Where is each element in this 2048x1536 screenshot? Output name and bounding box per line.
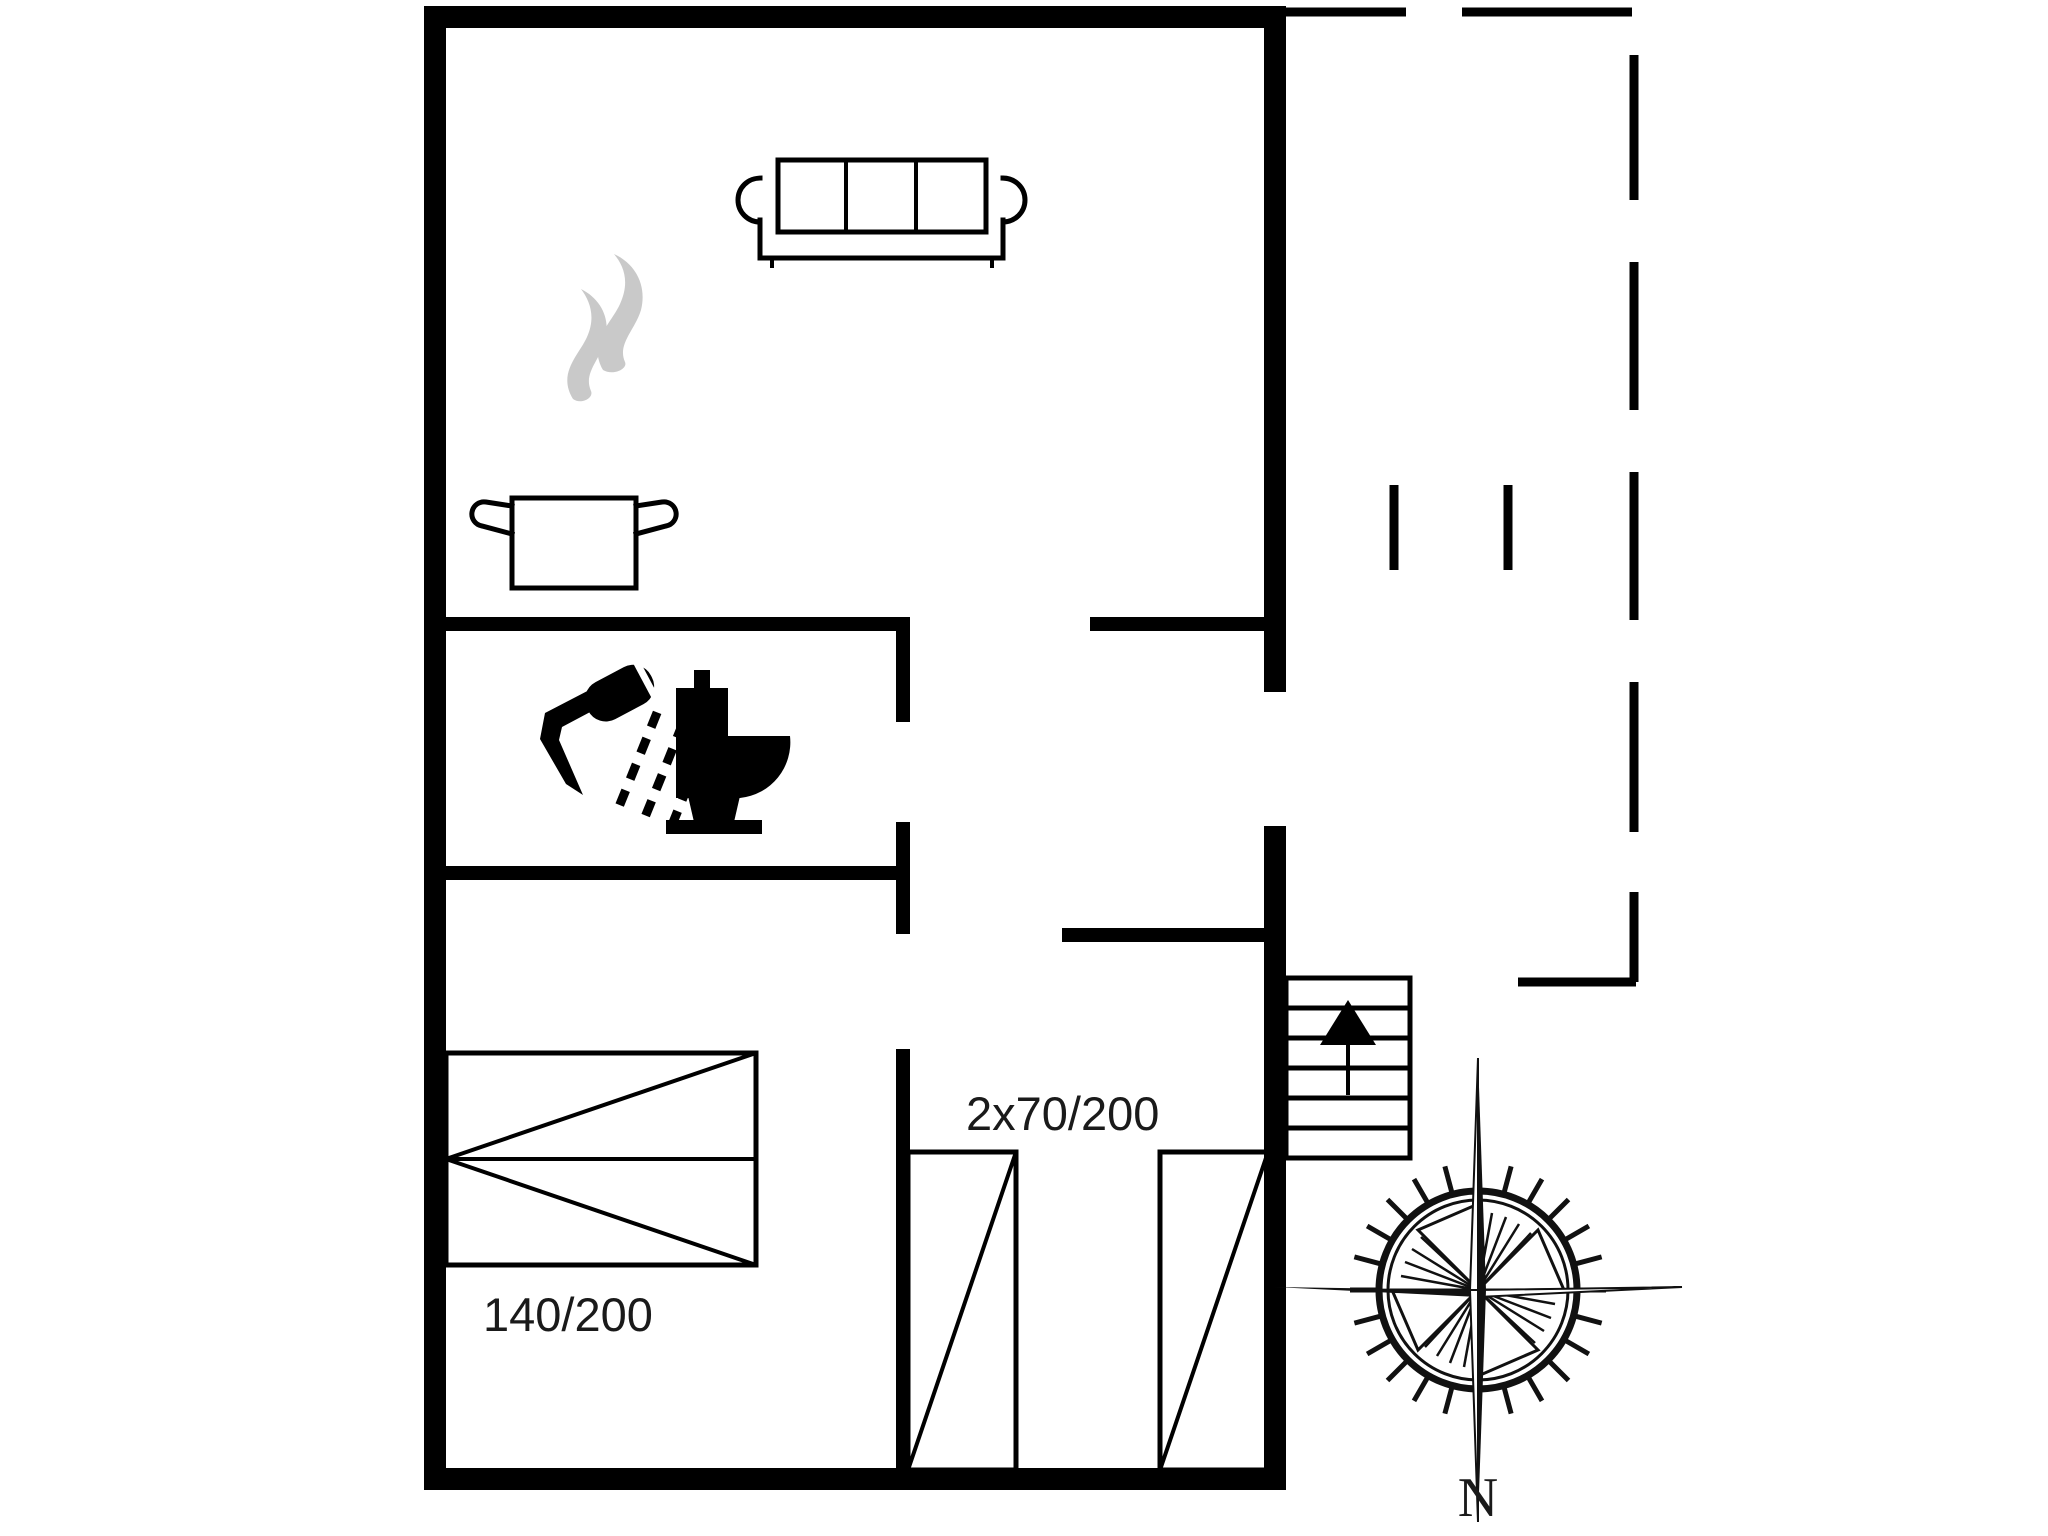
toilet-pedestal	[688, 796, 740, 822]
sofa-icon	[735, 157, 1028, 268]
steam-icon-right	[597, 254, 643, 373]
single-bed-left-frame	[905, 1149, 1019, 1473]
toilet-flush-button	[694, 670, 710, 692]
toilet-bowl-body	[676, 736, 740, 798]
wall-interior-kitchen-bath	[440, 617, 910, 631]
pot-handle-right	[632, 499, 679, 538]
single-beds-size-label: 2x70/200	[966, 1087, 1159, 1140]
steam-icon-left	[567, 289, 607, 402]
compass-tick-ring	[1350, 1162, 1606, 1418]
exterior-walls	[424, 6, 1286, 1490]
compass-north-label: N	[1458, 1467, 1498, 1529]
pot-body	[509, 495, 639, 591]
compass-needle-west	[1274, 1287, 1478, 1297]
wall-exterior-top	[424, 6, 1286, 28]
wall-interior-hall-upper	[1090, 617, 1266, 631]
shower-head	[584, 664, 655, 722]
wall-exterior-bottom	[424, 1468, 1286, 1490]
sofa-body	[757, 217, 1006, 261]
double-bed-diagonal-upper	[445, 1051, 757, 1161]
double-bed	[443, 1050, 759, 1268]
wall-interior-bath-bottom	[440, 866, 910, 880]
compass-needle-south-dark	[1478, 1290, 1486, 1522]
double-bed-size-label: 140/200	[483, 1288, 653, 1341]
sofa-arm-left	[735, 175, 763, 261]
single-bed-right-frame	[1157, 1149, 1271, 1473]
wall-exterior-left	[424, 6, 446, 1490]
wall-exterior-right-upper	[1264, 6, 1286, 692]
double-bed-diagonal-lower	[445, 1157, 757, 1267]
staircase-icon	[1283, 975, 1413, 1161]
wall-stub-bath-bottom-right	[896, 822, 910, 934]
compass-rose-icon	[1274, 1057, 1683, 1523]
terrace-dashed-outline	[1286, 7, 1639, 987]
toilet-icon	[666, 670, 791, 834]
sofa-arm-right	[1000, 175, 1028, 261]
single-bed-right	[1157, 1149, 1271, 1473]
single-bed-right-diagonal	[1158, 1151, 1270, 1471]
shower-pipe	[540, 686, 609, 795]
single-bed-left-diagonal	[906, 1151, 1018, 1471]
compass-needle-north-light	[1468, 1057, 1479, 1291]
shower-faceplate	[633, 660, 658, 698]
shower-head-icon	[540, 660, 740, 828]
compass-needle-east-fill	[1478, 1287, 1682, 1290]
compass-star	[1274, 1057, 1683, 1523]
single-bed-left	[905, 1149, 1019, 1473]
wall-interior-hall-lower	[1062, 928, 1266, 942]
interior-walls	[440, 617, 1266, 1490]
up-arrow-icon	[1320, 1000, 1376, 1045]
toilet-base	[666, 820, 762, 834]
sofa-back	[775, 157, 989, 235]
compass-needle-north-dark	[1478, 1058, 1486, 1290]
wall-stub-bath-top-right	[896, 617, 910, 722]
cooking-pot-icon	[469, 254, 679, 591]
pot-handle-left	[469, 499, 516, 538]
